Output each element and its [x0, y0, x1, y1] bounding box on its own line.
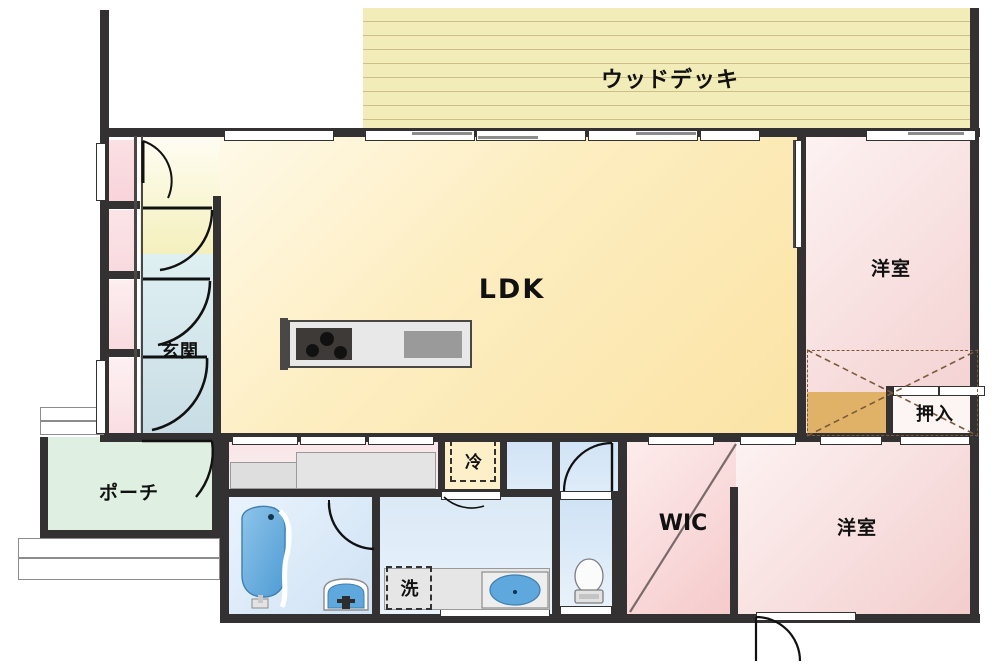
window-ldk-top-2[interactable] — [476, 130, 586, 141]
door-toilet[interactable] — [560, 491, 612, 500]
closet-dashed-outline — [807, 350, 978, 436]
label-wic: WIC — [658, 511, 708, 536]
room-fill-wood-deck — [363, 8, 978, 133]
window-ldk-top-4[interactable] — [700, 130, 760, 141]
label-wood-deck: ウッドデッキ — [600, 68, 739, 93]
opening-wic-top[interactable] — [648, 436, 714, 445]
wall-genkan-right — [213, 196, 221, 441]
window-left-upper[interactable] — [96, 143, 106, 201]
window-entry-top[interactable] — [224, 130, 334, 141]
wall-right-outer — [970, 136, 979, 623]
door-toilet-bottom[interactable] — [560, 606, 612, 615]
wall-closet-face — [134, 136, 137, 441]
wall-wic-left — [618, 442, 627, 622]
closet-strip-third — [104, 280, 134, 352]
window-bedroom-lower-top-1[interactable] — [740, 436, 796, 445]
wall-porch-right — [212, 437, 220, 537]
wall-fridge-left — [438, 433, 445, 491]
opening-counter-top-3[interactable] — [368, 436, 434, 445]
label-bedroom-upper: 洋室 — [870, 258, 911, 280]
wall-oshiire-left — [886, 386, 893, 441]
wall-toilet-right — [612, 491, 620, 622]
kitchen-island-endcap — [280, 318, 288, 370]
room-fill-porch — [40, 437, 218, 535]
wall-closet-divider-3 — [100, 349, 140, 357]
label-bedroom-lower: 洋室 — [836, 517, 877, 539]
window-bedroom-upper-sash — [908, 132, 964, 135]
window-ldk-top-2-sash — [478, 136, 538, 139]
wall-lower-block-left — [220, 433, 229, 623]
window-ldk-top-1[interactable] — [365, 130, 475, 141]
label-genkan: 玄関 — [161, 341, 199, 362]
wall-toilet-left — [552, 491, 560, 622]
window-left-lower[interactable] — [96, 360, 106, 434]
wall-porch-bottom — [40, 530, 220, 538]
wall-left-outer — [100, 136, 109, 441]
closet-strip-second — [104, 210, 134, 274]
wall-closet-face-inner — [141, 136, 143, 441]
wall-counter-alcove-bottom — [220, 489, 560, 497]
wall-top-left-vertical — [100, 10, 109, 137]
window-bedroom-lower-top-2[interactable] — [900, 436, 970, 445]
porch-step-lower — [18, 558, 220, 580]
closet-strip-lower — [104, 358, 134, 436]
porch-step-upper — [18, 538, 220, 558]
label-oshiire: 押入 — [916, 404, 954, 425]
wall-corridor-left — [552, 433, 560, 493]
wall-bath-powder-divider — [372, 491, 380, 622]
bathtub — [241, 505, 292, 609]
opening-counter-top-1[interactable] — [232, 436, 298, 445]
wall-bedroom-upper-left — [797, 136, 806, 441]
cooktop-burner-2 — [320, 332, 334, 346]
label-washer: 洗 — [400, 579, 420, 600]
washer-placeholder-box — [386, 566, 432, 610]
label-ldk: LDK — [478, 274, 546, 305]
shower-fixture — [323, 578, 369, 611]
closet-door-oshiire-right[interactable] — [939, 386, 985, 396]
closet-strip-upper — [104, 140, 134, 204]
closet-dashed-diagonals — [806, 349, 979, 437]
cooktop-burner-1 — [306, 344, 319, 357]
window-ldk-top-1-sash — [412, 132, 472, 135]
kitchen-counter-front — [296, 452, 436, 489]
wall-lower-block-bottom — [220, 614, 980, 623]
room-fill-wic — [626, 442, 736, 614]
kitchen-sink — [404, 331, 462, 358]
opening-bedroom-upper-bottom[interactable] — [820, 436, 882, 445]
room-fill-genkan — [140, 254, 220, 440]
label-fridge: 冷 — [465, 453, 483, 473]
wall-fridge-right — [500, 433, 507, 491]
wall-porch-left — [40, 437, 48, 537]
vanity-washbasin — [481, 571, 549, 609]
toilet — [574, 558, 604, 604]
label-porch: ポーチ — [98, 482, 159, 504]
wall-closet-divider-1 — [100, 201, 140, 209]
window-bedroom-upper-top[interactable] — [866, 130, 976, 141]
room-fill-ldk — [140, 136, 800, 436]
opening-counter-top-2[interactable] — [300, 436, 366, 445]
sliding-door-bedroom-upper[interactable] — [795, 140, 802, 248]
room-fill-bedroom-lower — [736, 442, 978, 614]
wall-deck-right — [970, 8, 979, 136]
wall-wic-right — [730, 487, 738, 622]
wall-genkan-bottom — [100, 433, 221, 442]
closet-door-oshiire-left[interactable] — [893, 386, 939, 396]
wall-ldk-bottom — [220, 433, 840, 442]
cooktop-burner-3 — [334, 346, 347, 359]
window-ldk-top-3-sash — [636, 132, 696, 135]
wall-closet-divider-2 — [100, 271, 140, 279]
door-corridor[interactable] — [441, 491, 501, 500]
fridge-placeholder-box — [450, 440, 496, 482]
window-ldk-top-3[interactable] — [588, 130, 698, 141]
